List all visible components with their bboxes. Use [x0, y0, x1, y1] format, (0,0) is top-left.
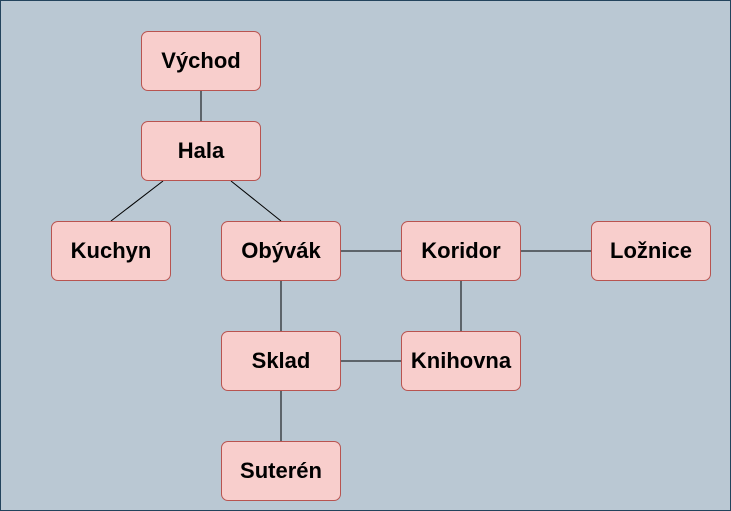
- edge-hala-obyvak: [230, 180, 282, 222]
- node-label: Obývák: [241, 238, 321, 263]
- node-hala[interactable]: Hala: [141, 121, 261, 181]
- node-label: Koridor: [421, 238, 501, 263]
- node-label: Suterén: [240, 458, 322, 483]
- node-suteren[interactable]: Suterén: [221, 441, 341, 501]
- node-vychod[interactable]: Východ: [141, 31, 261, 91]
- node-label: Východ: [161, 48, 241, 73]
- node-knihovna[interactable]: Knihovna: [401, 331, 521, 391]
- node-label: Hala: [177, 138, 225, 163]
- node-kuchyn[interactable]: Kuchyn: [51, 221, 171, 281]
- node-sklad[interactable]: Sklad: [221, 331, 341, 391]
- node-label: Kuchyn: [70, 238, 152, 263]
- node-loznice[interactable]: Ložnice: [591, 221, 711, 281]
- edge-hala-kuchyn: [110, 180, 164, 222]
- node-obyvak[interactable]: Obývák: [221, 221, 341, 281]
- node-koridor[interactable]: Koridor: [401, 221, 521, 281]
- node-label: Sklad: [251, 348, 311, 373]
- node-label: Ložnice: [610, 238, 692, 263]
- node-label: Knihovna: [410, 348, 512, 373]
